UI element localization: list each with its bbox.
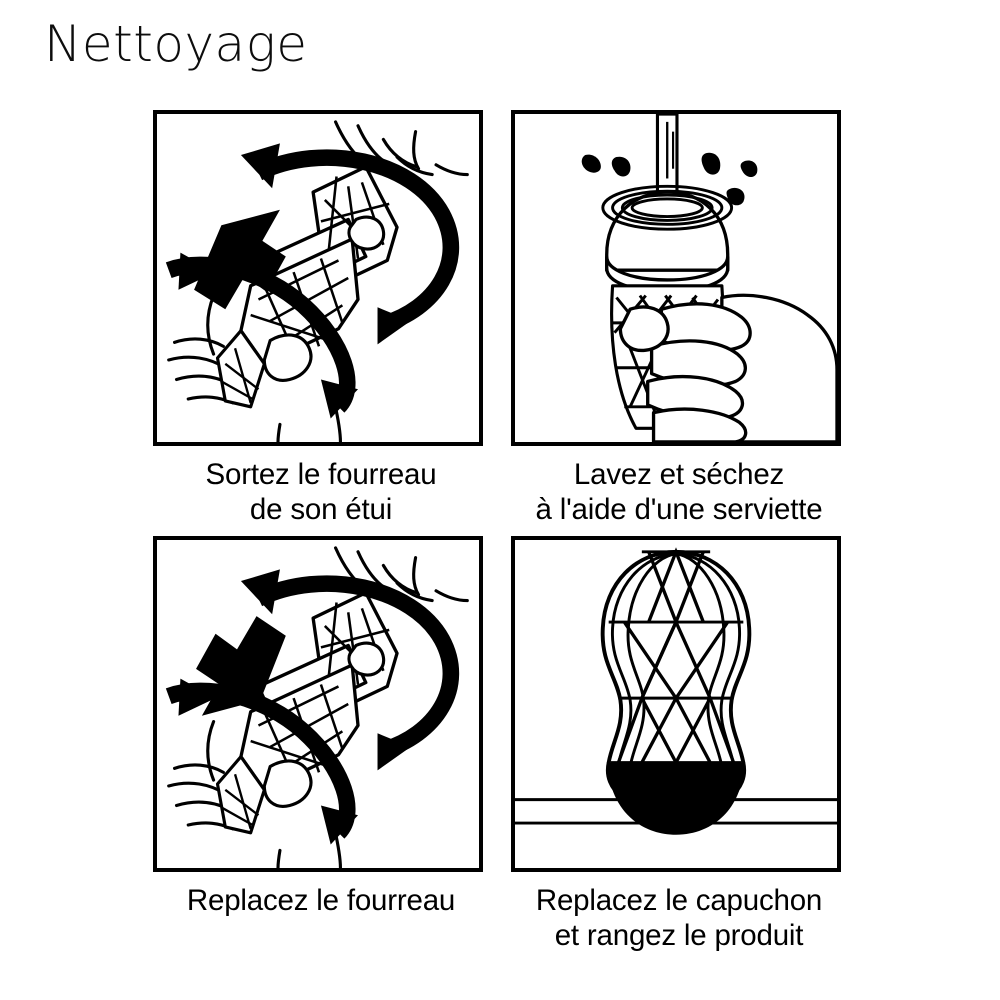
rotation-arrow-icon-2	[165, 678, 359, 845]
panel-2-illustration-frame	[511, 110, 841, 446]
panel-1-illustration-frame	[153, 110, 483, 446]
sleeve-removal-illustration	[165, 120, 469, 442]
rotation-arrow-icon-2	[165, 252, 359, 419]
washing-illustration	[581, 114, 837, 442]
page-title: Nettoyage	[44, 15, 308, 73]
product-lattice	[616, 547, 736, 767]
panel-4: Replacez le capuchon et rangez le produi…	[511, 536, 851, 953]
panel-1-caption: Sortez le fourreau de son étui	[153, 457, 489, 527]
caption-line: Sortez le fourreau	[205, 458, 437, 491]
rotation-arrow-icon	[240, 569, 460, 771]
panel-3: Replacez le fourreau	[153, 536, 493, 918]
caption-line: Replacez le fourreau	[186, 884, 456, 917]
caption-line: Lavez et séchez	[573, 458, 785, 491]
panel-2: Lavez et séchez à l'aide d'une serviette	[511, 110, 851, 527]
rotation-arrow-icon	[240, 143, 460, 345]
panel-1: Sortez le fourreau de son étui	[153, 110, 493, 527]
panel-3-caption: Replacez le fourreau	[153, 883, 489, 918]
caption-line: et rangez le produit	[554, 919, 804, 952]
panel-4-caption: Replacez le capuchon et rangez le produi…	[509, 883, 849, 953]
panel-3-illustration-frame	[153, 536, 483, 872]
product-cap	[609, 762, 743, 835]
panel-2-caption: Lavez et séchez à l'aide d'une serviette	[509, 457, 849, 527]
caption-line: de son étui	[249, 493, 393, 526]
caption-line: à l'aide d'une serviette	[535, 493, 823, 526]
panel-4-illustration-frame	[511, 536, 841, 872]
caption-line: Replacez le capuchon	[535, 884, 823, 917]
stored-product-illustration	[515, 547, 837, 835]
water-droplet-icon	[581, 152, 758, 206]
instruction-panel-grid: Sortez le fourreau de son étui	[0, 110, 1000, 980]
sleeve-replacement-illustration	[165, 546, 469, 868]
